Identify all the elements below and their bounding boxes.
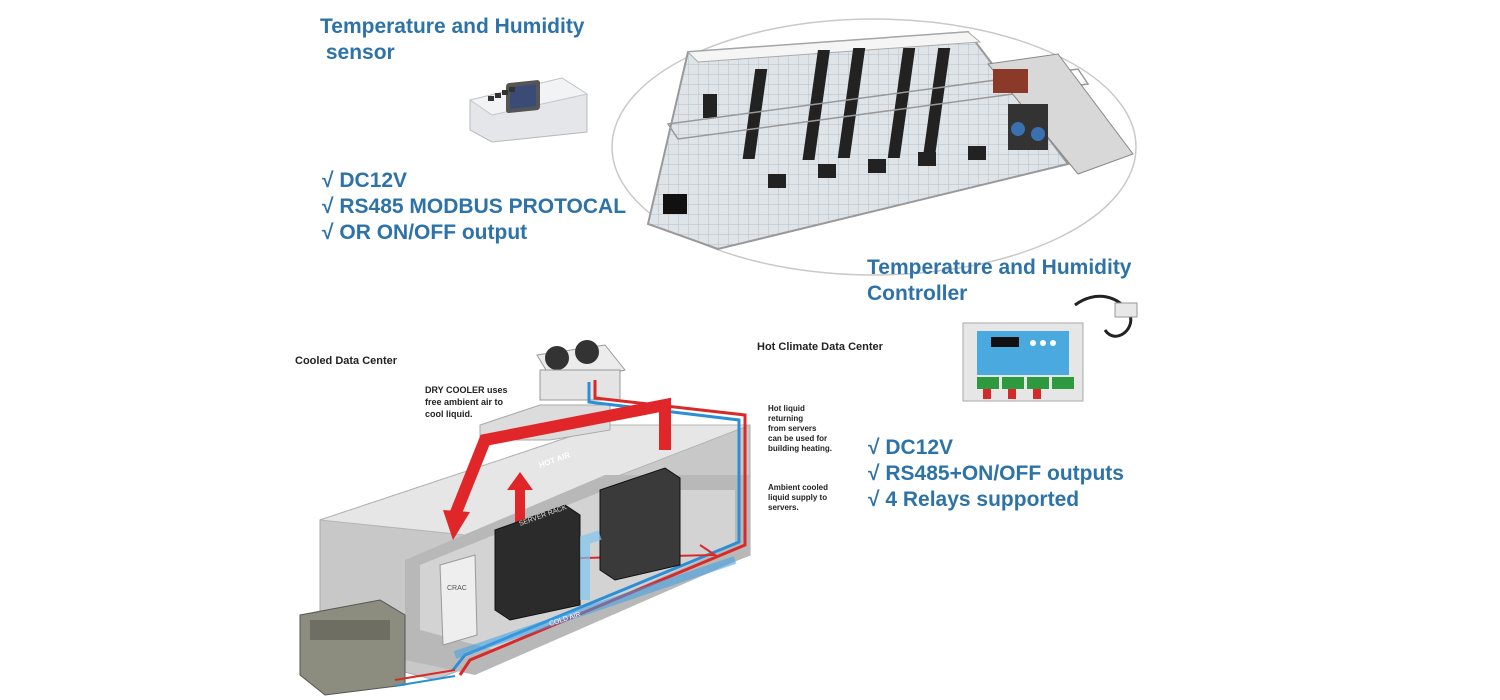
controller-feature: √ 4 Relays supported	[868, 488, 1080, 511]
sensor-title-line1: Temperature and Humidity	[320, 15, 585, 38]
hot-liquid-note: Hot liquid returning from servers can be…	[768, 404, 832, 454]
controller-title: Temperature and Humidity Controller	[867, 255, 1132, 307]
hot-liquid-note-line: building heating.	[768, 444, 832, 453]
dry-cooler-note-line: DRY COOLER uses	[425, 385, 508, 395]
dry-cooler-note: DRY COOLER uses free ambient air to cool…	[425, 384, 508, 420]
sensor-feature-list: √ DC12V √ RS485 MODBUS PROTOCAL √ OR ON/…	[322, 168, 626, 246]
sensor-feature: √ DC12V	[322, 169, 408, 192]
controller-device-image	[962, 294, 1138, 402]
dry-cooler-note-line: cool liquid.	[425, 409, 473, 419]
hot-liquid-note-line: Hot liquid	[768, 404, 805, 413]
ambient-liquid-note-line: liquid supply to	[768, 493, 828, 502]
sensor-feature: √ OR ON/OFF output	[322, 221, 528, 244]
dry-cooler-note-line: free ambient air to	[425, 397, 504, 407]
ambient-liquid-note-line: servers.	[768, 503, 799, 512]
hot-climate-data-center-label: Hot Climate Data Center	[757, 341, 883, 353]
controller-feature: √ DC12V	[868, 436, 954, 459]
controller-feature: √ RS485+ON/OFF outputs	[868, 462, 1124, 485]
cooling-diagram: COLD AIR HOT AIR SERVER RACK CRAC	[299, 340, 751, 696]
hot-liquid-note-line: returning	[768, 414, 804, 423]
sensor-feature: √ RS485 MODBUS PROTOCAL	[322, 195, 627, 218]
sensor-title: Temperature and Humidity sensor	[320, 14, 585, 66]
cooled-data-center-label: Cooled Data Center	[295, 355, 398, 367]
controller-title-line2: Controller	[867, 282, 968, 305]
sensor-device-image	[468, 77, 589, 143]
ambient-liquid-note-line: Ambient cooled	[768, 483, 829, 492]
controller-feature-list: √ DC12V √ RS485+ON/OFF outputs √ 4 Relay…	[868, 435, 1124, 513]
sensor-title-line2: sensor	[320, 41, 395, 64]
crac-label: CRAC	[447, 585, 467, 592]
hot-liquid-note-line: can be used for	[768, 434, 828, 443]
controller-title-line1: Temperature and Humidity	[867, 256, 1132, 279]
hot-liquid-note-line: from servers	[768, 424, 817, 433]
ambient-liquid-note: Ambient cooled liquid supply to servers.	[768, 483, 828, 513]
data-center-floor-plan	[611, 18, 1137, 276]
